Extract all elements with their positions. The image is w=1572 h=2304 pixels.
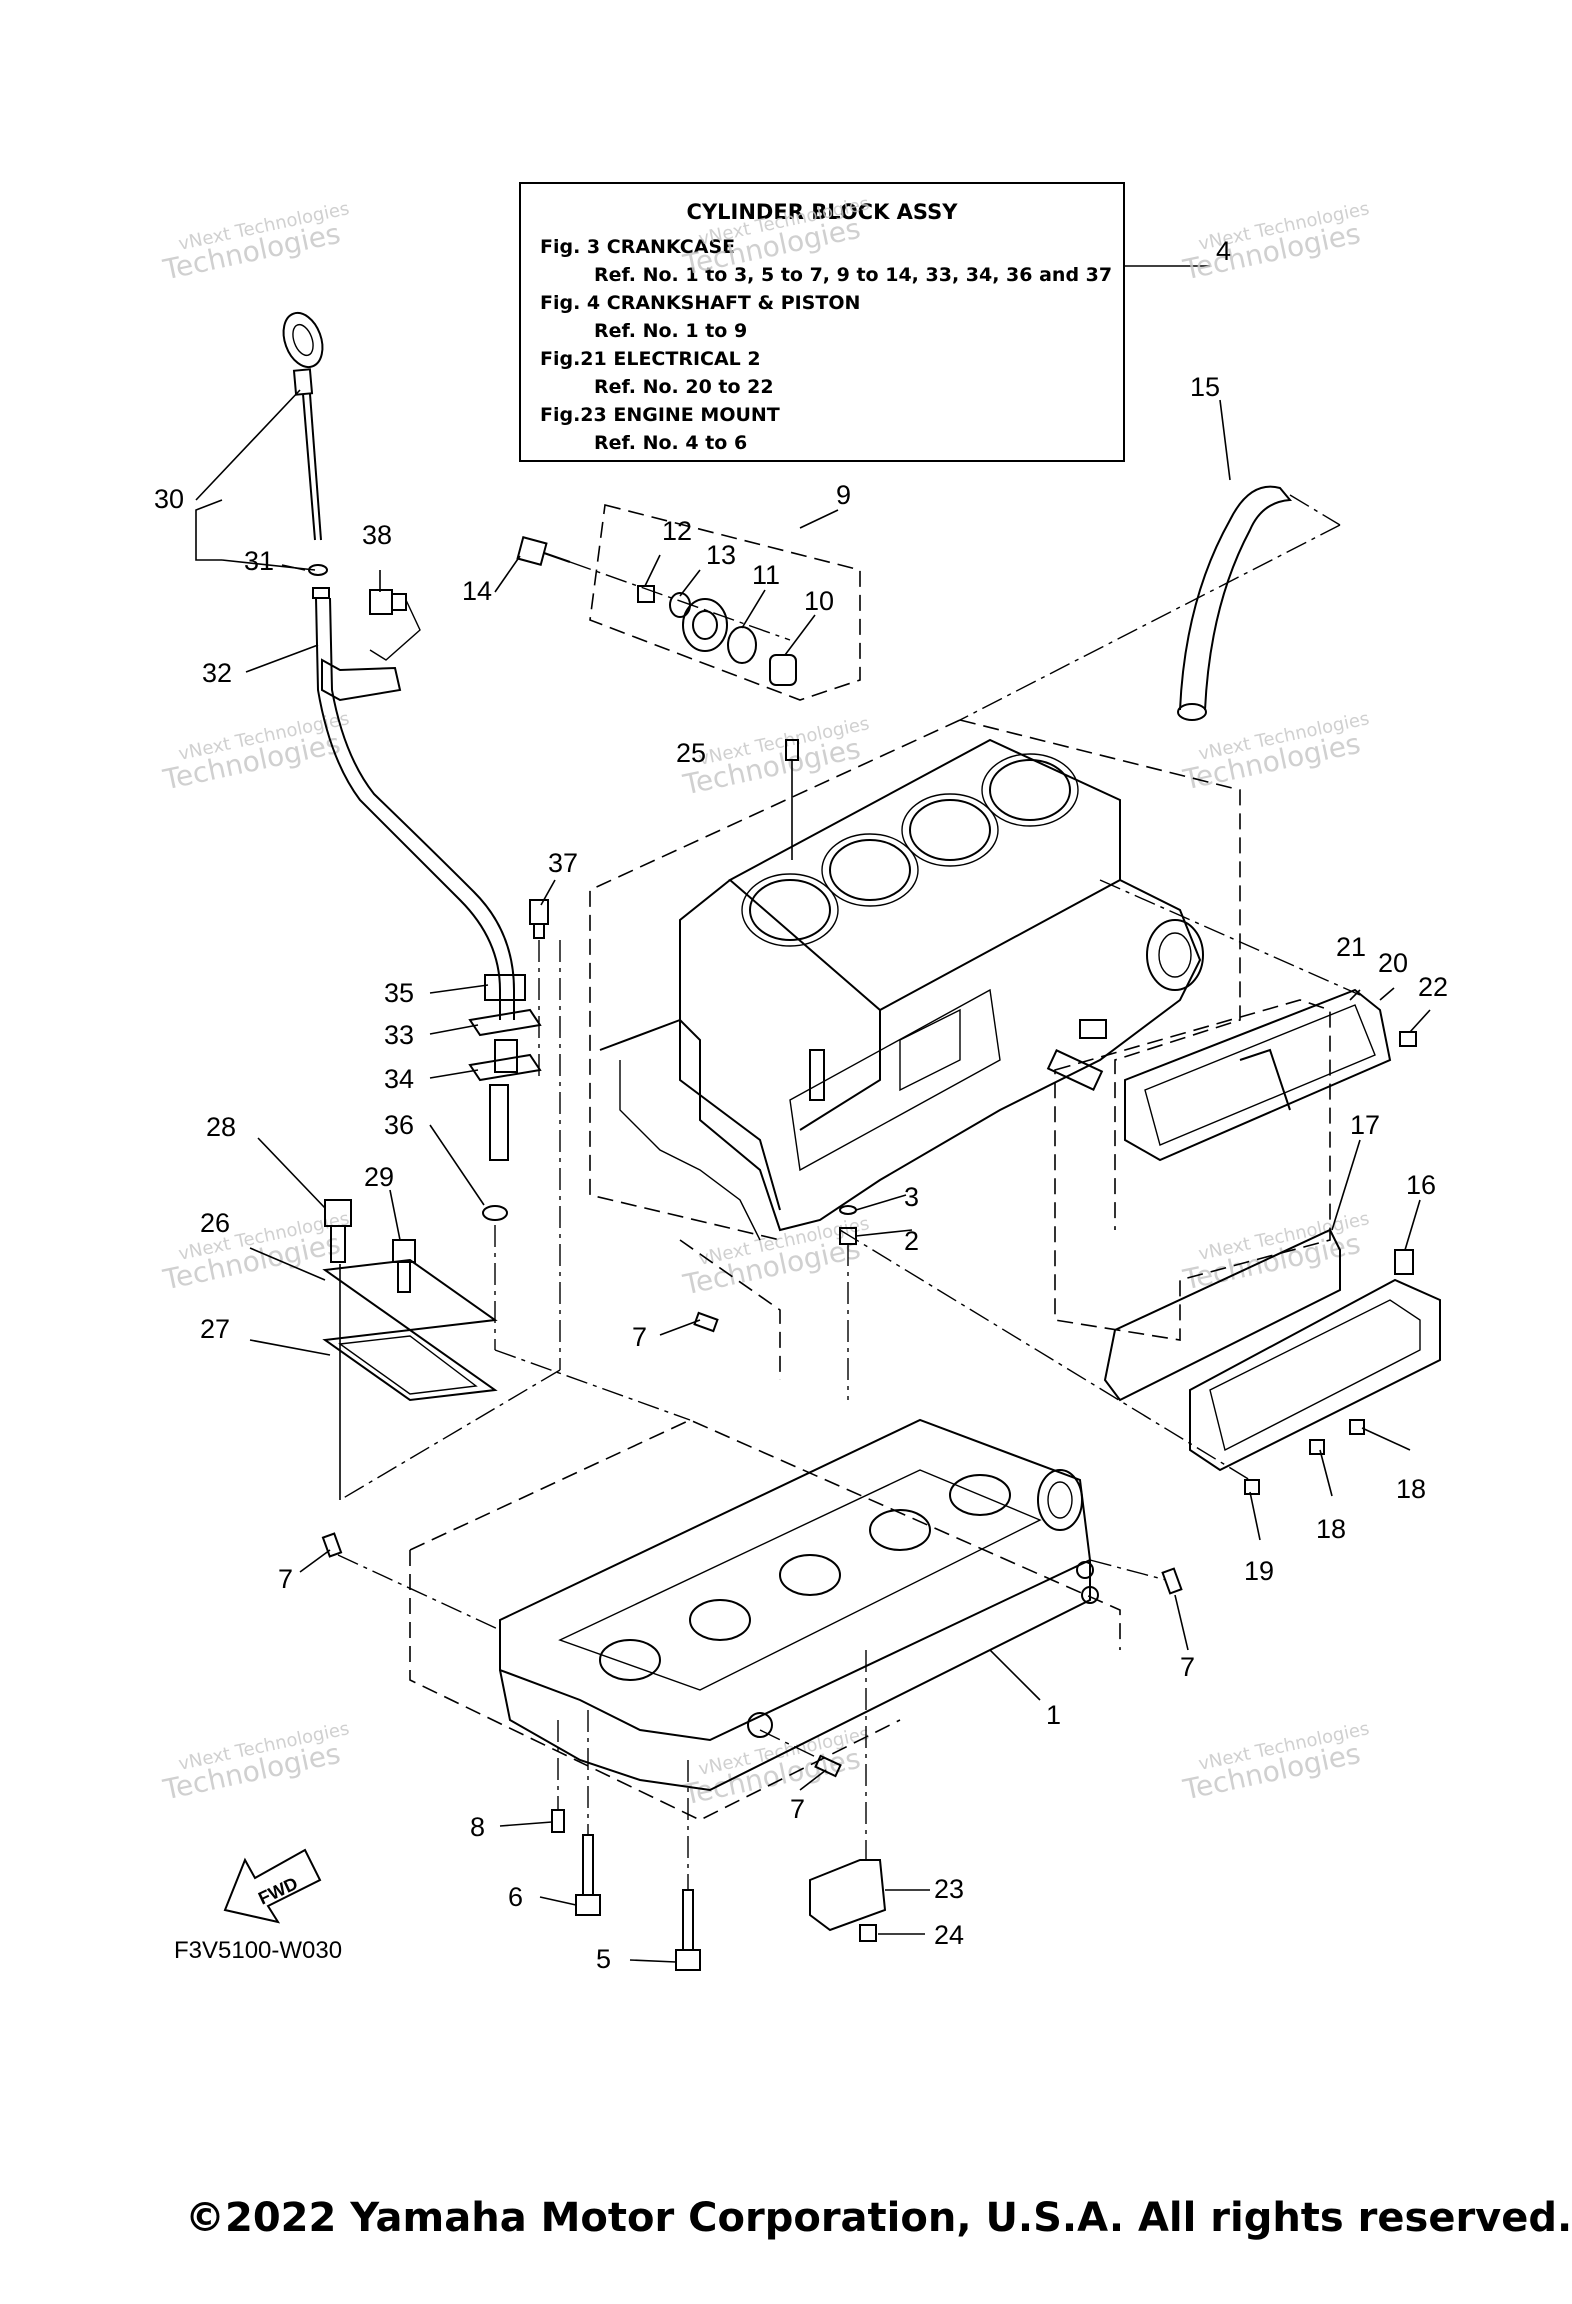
reference-line-2: Ref. No. 1 to 3, 5 to 7, 9 to 14, 33, 34… xyxy=(594,264,1112,286)
callout-7-d: 7 xyxy=(790,1794,805,1824)
callout-15: 15 xyxy=(1190,372,1220,402)
callout-18-a: 18 xyxy=(1396,1474,1426,1504)
crankcase-lower xyxy=(499,1418,1099,1792)
callout-6: 6 xyxy=(508,1882,523,1912)
reference-line-7: Fig.23 ENGINE MOUNT xyxy=(540,404,780,426)
callout-2: 2 xyxy=(904,1226,919,1256)
mount-plate-assembly xyxy=(809,1650,887,1942)
callout-35: 35 xyxy=(384,978,414,1008)
reference-box-title: CYLINDER BLOCK ASSY xyxy=(687,200,959,224)
callout-33: 33 xyxy=(384,1020,414,1050)
callout-23: 23 xyxy=(934,1874,964,1904)
callout-8: 8 xyxy=(470,1812,485,1842)
hose-15 xyxy=(959,485,1341,721)
dowel-25 xyxy=(785,739,799,860)
callout-26: 26 xyxy=(200,1208,230,1238)
callout-7-a: 7 xyxy=(632,1322,647,1352)
callouts: 1 2 3 4 5 6 7 7 7 7 7 8 9 10 11 12 13 14… xyxy=(154,236,1448,1974)
callout-10: 10 xyxy=(804,586,834,616)
callout-37: 37 xyxy=(548,848,578,878)
cylinder-block xyxy=(599,738,1204,1241)
callout-22: 22 xyxy=(1418,972,1448,1002)
dowel-pins-7 xyxy=(321,1311,1183,1778)
callout-3: 3 xyxy=(904,1182,919,1212)
dipstick-assembly xyxy=(282,311,515,1020)
callout-leaders xyxy=(195,389,1431,1963)
cylinder-block-outline xyxy=(589,719,1241,1380)
callout-9: 9 xyxy=(836,480,851,510)
callout-28: 28 xyxy=(206,1112,236,1142)
breather-pipe-assembly xyxy=(339,899,691,1501)
callout-31: 31 xyxy=(244,546,274,576)
callout-29: 29 xyxy=(364,1162,394,1192)
reference-line-3: Fig. 4 CRANKSHAFT & PISTON xyxy=(540,292,860,314)
callout-16: 16 xyxy=(1406,1170,1436,1200)
reference-line-1: Fig. 3 CRANKCASE xyxy=(540,236,735,258)
callout-32: 32 xyxy=(202,658,232,688)
reference-line-8: Ref. No. 4 to 6 xyxy=(594,432,747,454)
callout-12: 12 xyxy=(662,516,692,546)
callout-21: 21 xyxy=(1336,932,1366,962)
callout-19: 19 xyxy=(1244,1556,1274,1586)
callout-25: 25 xyxy=(676,738,706,768)
cover-plate-assembly xyxy=(322,1199,498,1500)
callout-5: 5 xyxy=(596,1944,611,1974)
diagram-code: F3V5100-W030 xyxy=(174,1937,342,1964)
reference-line-4: Ref. No. 1 to 9 xyxy=(594,320,747,342)
reference-box: CYLINDER BLOCK ASSY Fig. 3 CRANKCASE Ref… xyxy=(519,182,1210,462)
callout-36: 36 xyxy=(384,1110,414,1140)
callout-7-b: 7 xyxy=(278,1564,293,1594)
callout-4: 4 xyxy=(1216,236,1231,266)
callout-30: 30 xyxy=(154,484,184,514)
callout-24: 24 xyxy=(934,1920,964,1950)
callout-38: 38 xyxy=(362,520,392,550)
reference-line-6: Ref. No. 20 to 22 xyxy=(594,376,774,398)
callout-7-c: 7 xyxy=(1180,1652,1195,1682)
callout-1: 1 xyxy=(1046,1700,1061,1730)
lower-crankcase-outline xyxy=(409,1419,1121,1821)
bolt-38 xyxy=(369,589,421,661)
side-cover-16-gasket-17 xyxy=(839,999,1441,1495)
fwd-label: FWD xyxy=(255,1873,301,1908)
fwd-arrow-icon: FWD xyxy=(223,1848,322,1924)
copyright-notice: ©2022 Yamaha Motor Corporation, U.S.A. A… xyxy=(185,2195,1572,2241)
side-cover-assembly xyxy=(1099,879,1417,1162)
callout-14: 14 xyxy=(462,576,492,606)
parts-diagram: CYLINDER BLOCK ASSY Fig. 3 CRANKCASE Ref… xyxy=(154,182,1448,1974)
lower-bolts xyxy=(551,1710,701,1971)
callout-18-b: 18 xyxy=(1316,1514,1346,1544)
callout-20: 20 xyxy=(1378,948,1408,978)
callout-13: 13 xyxy=(706,540,736,570)
callout-27: 27 xyxy=(200,1314,230,1344)
reference-line-5: Fig.21 ELECTRICAL 2 xyxy=(540,348,761,370)
callout-11: 11 xyxy=(752,560,780,590)
callout-17: 17 xyxy=(1350,1110,1380,1140)
callout-34: 34 xyxy=(384,1064,414,1094)
